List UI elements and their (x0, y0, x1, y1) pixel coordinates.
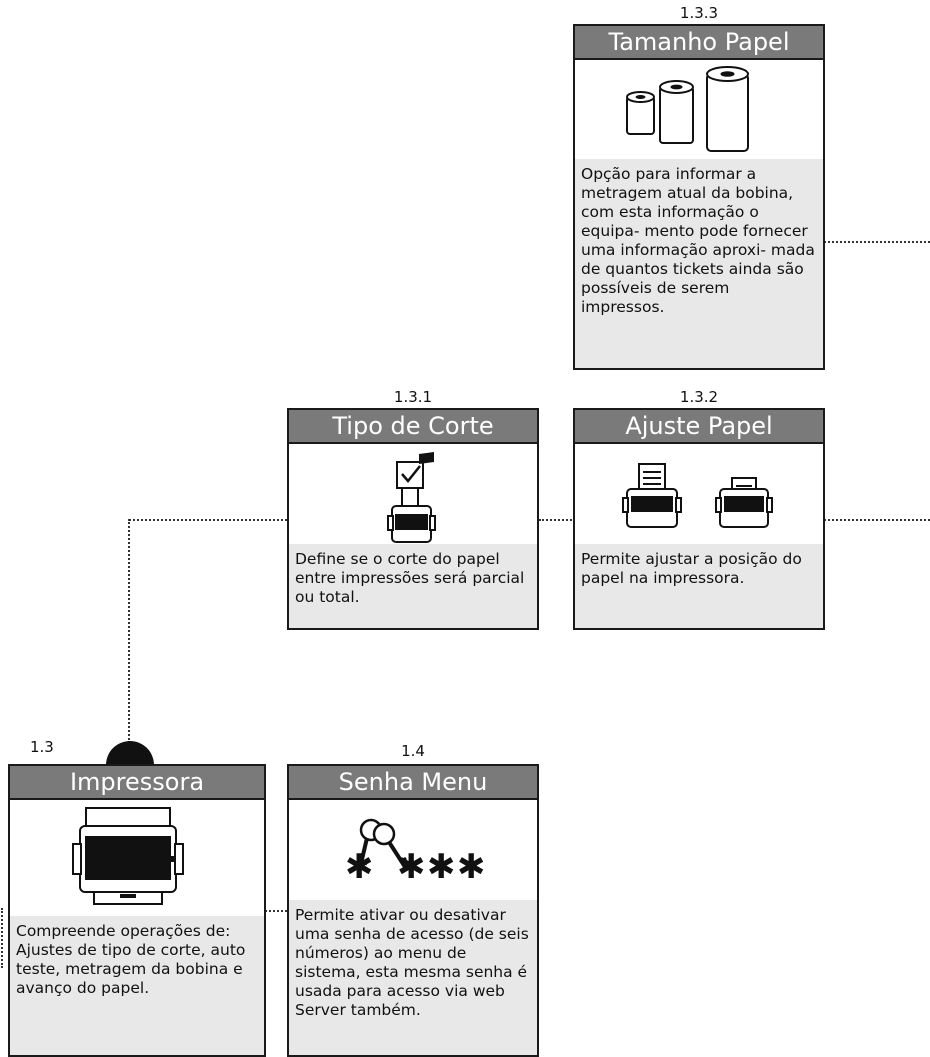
connector-13-14 (265, 910, 287, 912)
svg-text:✱: ✱ (397, 847, 426, 887)
node-description: Permite ativar ou desativar uma senha de… (289, 900, 537, 1055)
connector-13-left (1, 908, 3, 968)
node-title: Tamanho Papel (575, 26, 823, 60)
node-senha-menu[interactable]: Senha Menu ✱ ✱ ✱ ✱ Permite ativar ou des… (287, 764, 539, 1057)
connector-knob (106, 741, 154, 765)
connector-133-right (824, 241, 930, 243)
node-number: 1.4 (401, 742, 425, 760)
svg-text:✱: ✱ (427, 847, 456, 887)
connector-131-left (129, 519, 287, 521)
paper-rolls-icon (575, 60, 823, 159)
node-description: Opção para informar a metragem atual da … (575, 159, 823, 368)
svg-text:✱: ✱ (457, 847, 486, 887)
paper-adjust-icon (575, 444, 823, 544)
node-number: 1.3 (30, 738, 54, 756)
node-description: Compreende operações de: Ajustes de tipo… (10, 916, 264, 1055)
node-impressora[interactable]: Impressora Compreende operações de: Ajus… (8, 764, 266, 1057)
node-title: Senha Menu (289, 766, 537, 800)
node-number: 1.3.1 (393, 388, 433, 406)
keys-password-icon: ✱ ✱ ✱ ✱ (289, 800, 537, 900)
node-tamanho-papel[interactable]: Tamanho Papel Opção para informar a metr… (573, 24, 825, 370)
connector-132-right (824, 519, 930, 521)
node-description: Permite ajustar a posição do papel na im… (575, 544, 823, 628)
node-title: Tipo de Corte (289, 410, 537, 444)
node-title: Ajuste Papel (575, 410, 823, 444)
svg-text:✱: ✱ (345, 847, 374, 887)
node-description: Define se o corte do papel entre impress… (289, 544, 537, 628)
node-number: 1.3.2 (679, 388, 719, 406)
node-title: Impressora (10, 766, 264, 800)
node-ajuste-papel[interactable]: Ajuste Papel Permite ajustar a posição d… (573, 408, 825, 630)
printer-icon (10, 800, 264, 916)
paper-cut-icon (289, 444, 537, 544)
node-tipo-de-corte[interactable]: Tipo de Corte Define se o corte do papel… (287, 408, 539, 630)
connector-131-132 (539, 519, 575, 521)
connector-13-up (128, 519, 130, 743)
node-number: 1.3.3 (679, 4, 719, 22)
